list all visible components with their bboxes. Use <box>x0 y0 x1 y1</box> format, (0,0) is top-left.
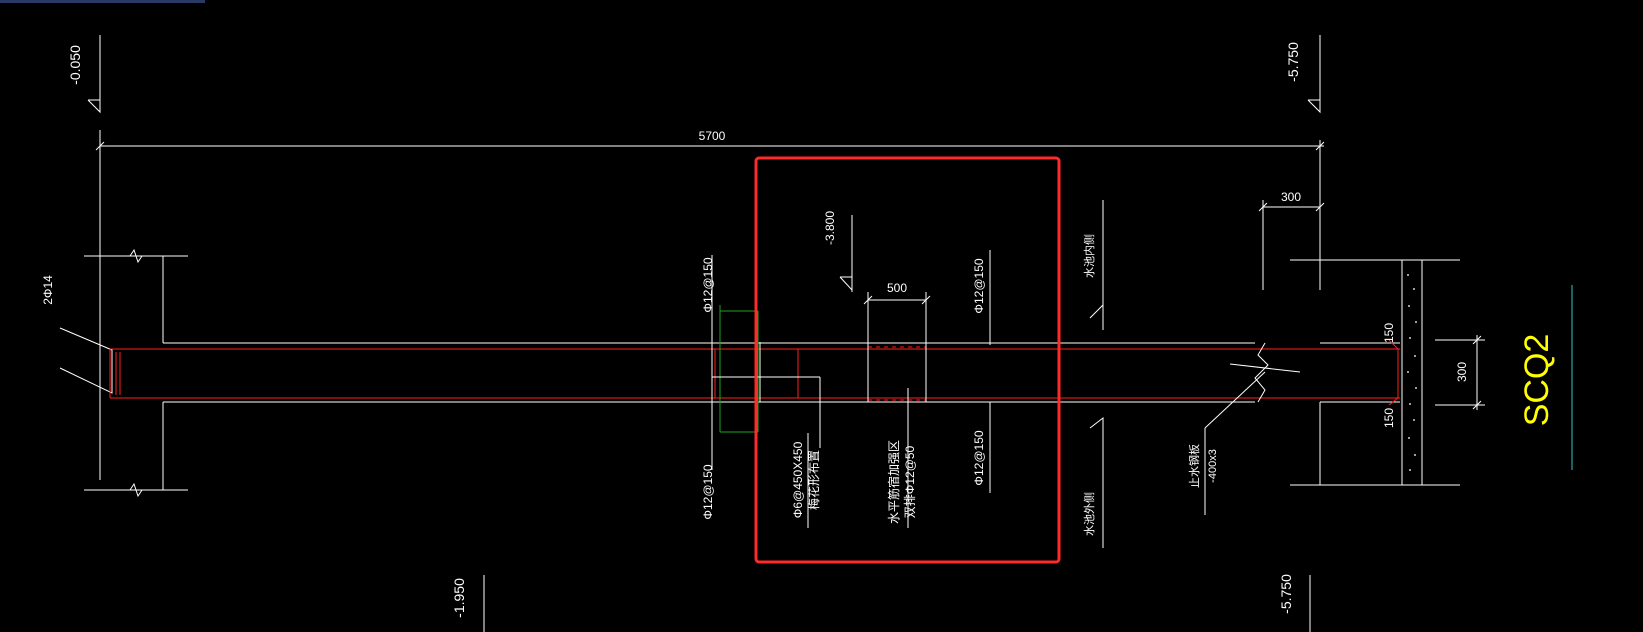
dimension-span-label: 5700 <box>699 129 726 143</box>
dimension-span: 5700 <box>95 129 1325 480</box>
elevation-label-inner: -3.800 <box>823 211 837 245</box>
highlight-box <box>754 156 1061 564</box>
rebar-label-tie-line2: 梅花形布置 <box>806 450 821 510</box>
rebar-label-right-bottom: Φ12@150 <box>972 430 986 485</box>
title-bar-strip <box>0 0 205 3</box>
dimension-opening-label: 500 <box>887 281 907 295</box>
dimension-wall-thickness: 300 <box>1455 362 1469 382</box>
rebar-label-green-bottom: Φ12@150 <box>701 464 715 519</box>
elevation-marker-top-left: -0.050 <box>67 35 101 114</box>
right-wall-section: 300 止水钢板 -400x3 <box>1187 190 1460 515</box>
annotation-waterstop-line1: 止水钢板 <box>1187 444 1201 488</box>
slab-outline <box>163 342 1400 403</box>
rebar-label-right-top: Φ12@150 <box>972 258 986 313</box>
rebar-label-opening-line1: 水平筋宿加强区 <box>886 440 901 524</box>
elevation-label-top-right: -5.750 <box>1285 42 1301 82</box>
elevation-label-bottom-left: -1.950 <box>451 578 467 618</box>
left-wall-section: 2Φ14 <box>41 248 188 498</box>
concrete-wall-section: 150 150 300 <box>1382 260 1485 485</box>
dimension-cover-top: 150 <box>1382 323 1396 343</box>
rebar-label-tie-line1: Φ6@450X450 <box>791 441 805 518</box>
rebar-label-green-top: Φ12@150 <box>701 257 715 312</box>
annotation-water-inside: 水池内侧 <box>1082 234 1096 278</box>
elevation-label-bottom-right: -5.750 <box>1278 574 1294 614</box>
drawing-id: SCQ2 <box>1518 334 1556 427</box>
opening-detail: 500 -3.800 水平筋宿加强区 双排Φ12@50 <box>823 211 931 528</box>
elevation-label-top-left: -0.050 <box>67 45 83 85</box>
tie-rebar-labels: Φ6@450X450 梅花形布置 <box>791 433 821 528</box>
elevation-marker-bottom-left: -1.950 <box>451 575 485 632</box>
right-rebar-callouts: Φ12@150 Φ12@150 <box>972 250 991 493</box>
drawing-id-block: SCQ2 <box>1518 285 1573 470</box>
elevation-marker-top-right: -5.750 <box>1285 35 1321 114</box>
rebar-label-left-edge: 2Φ14 <box>41 275 55 305</box>
concrete-hatch <box>1407 274 1417 471</box>
rebar-label-opening-line2: 双排Φ12@50 <box>903 445 917 518</box>
elevation-marker-bottom-right: -5.750 <box>1278 574 1311 632</box>
dimension-cover-bottom: 150 <box>1382 408 1396 428</box>
water-side-annotations: 水池内侧 水池外侧 <box>1082 200 1104 548</box>
annotation-waterstop-line2: -400x3 <box>1207 449 1219 483</box>
dimension-wall-right-top: 300 <box>1281 190 1301 204</box>
annotation-water-outside: 水池外侧 <box>1083 492 1096 536</box>
